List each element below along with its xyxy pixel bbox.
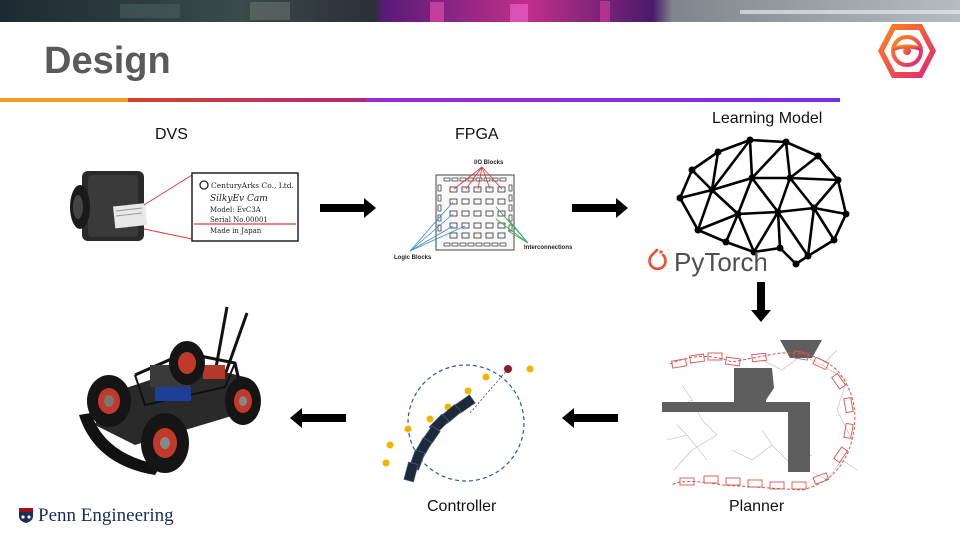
- camera-sticker-product: SilkyEv Cam: [210, 194, 268, 204]
- controller-label: Controller: [427, 498, 497, 515]
- title-rule-magenta: [128, 98, 366, 102]
- dvs-camera-image: CenturyArks Co., Ltd. SilkyEv Cam Model:…: [68, 165, 300, 255]
- planner-label: Planner: [729, 498, 785, 515]
- camera-sticker-company: CenturyArks Co., Ltd.: [211, 181, 294, 190]
- arrow-right-icon: [320, 198, 376, 223]
- pytorch-logo: PyTorch: [646, 244, 768, 280]
- arrow-left-icon: [290, 408, 346, 433]
- rc-car-image: [75, 305, 265, 480]
- pytorch-flame-icon: [648, 248, 667, 271]
- camera-sticker-origin: Made in Japan: [210, 227, 262, 235]
- dvs-label: DVS: [155, 126, 188, 143]
- steering-wheel-icon: [876, 20, 938, 82]
- brain-network-icon: [668, 130, 854, 270]
- penn-engineering-logo: Penn Engineering: [18, 505, 174, 527]
- camera-sticker-model: Model: EvC3A: [210, 206, 262, 214]
- banner-image: [0, 0, 960, 22]
- arrow-right-icon: [572, 198, 628, 223]
- fpga-logic-blocks-label: Logic Blocks: [394, 255, 432, 261]
- slide-title: Design: [44, 40, 171, 82]
- title-rule-orange: [0, 98, 128, 102]
- fpga-interconnections-label: Interconnections: [524, 245, 573, 251]
- penn-engineering-wordmark: Penn Engineering: [38, 505, 174, 526]
- arrow-down-icon: [751, 282, 771, 327]
- camera-sticker-serial: Serial No.00001: [210, 216, 268, 224]
- fpga-io-blocks-label: I/O Blocks: [474, 160, 504, 166]
- planner-map-image: [662, 340, 862, 495]
- fpga-label: FPGA: [455, 126, 499, 143]
- controller-trajectory-image: [378, 355, 548, 485]
- penn-crest-icon: [19, 508, 33, 523]
- learning-model-label: Learning Model: [712, 110, 823, 127]
- arrow-left-icon: [562, 408, 618, 433]
- title-rule-purple: [366, 98, 840, 102]
- header-photo-banner: [0, 0, 960, 22]
- pytorch-wordmark: PyTorch: [674, 247, 766, 277]
- fpga-diagram-image: I/O Blocks Logic Blocks Interconnections: [390, 155, 590, 265]
